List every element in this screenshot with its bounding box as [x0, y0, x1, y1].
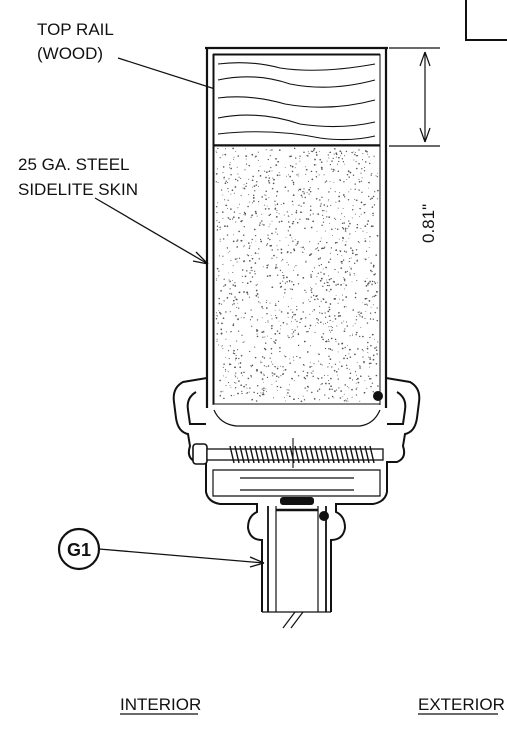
- glazing-seal-bottom: [319, 511, 329, 521]
- interior-label: INTERIOR: [120, 695, 201, 714]
- glazing-seal-top: [373, 391, 383, 401]
- exterior-label: EXTERIOR: [418, 695, 505, 714]
- lite-frame-inner: [212, 409, 381, 497]
- top-rail-label-line2: (WOOD): [37, 44, 103, 63]
- callout-leader: [98, 548, 265, 568]
- top-rail-label-line1: TOP RAIL: [37, 20, 114, 39]
- top-rail-wood: [213, 54, 381, 146]
- foam-core: [213, 145, 381, 405]
- fastener-screw: [192, 438, 384, 468]
- skin-label-line1: 25 GA. STEEL: [18, 155, 130, 174]
- skin-label-line2: SIDELITE SKIN: [18, 180, 138, 199]
- skin-leader: [94, 197, 209, 265]
- dimension-line: [389, 47, 440, 147]
- callout-label: G1: [67, 540, 91, 560]
- glass-unit: [262, 506, 331, 629]
- steel-skin: [205, 46, 388, 408]
- dimension-label: 0.81": [419, 204, 438, 243]
- sheet-border-corner: [465, 0, 507, 41]
- foam-speckle: [215, 147, 379, 403]
- glazing-bead: [280, 497, 314, 505]
- lite-frame: [172, 377, 421, 612]
